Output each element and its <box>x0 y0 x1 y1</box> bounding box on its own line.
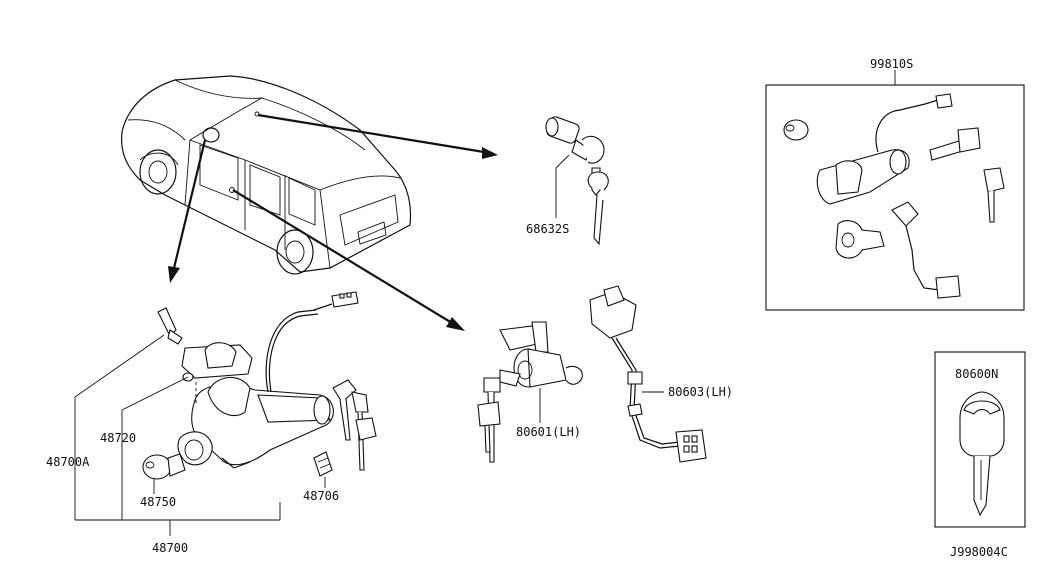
label-48700: 48700 <box>152 541 188 555</box>
key-lamp-48750 <box>142 453 186 480</box>
ignition-keys <box>332 379 377 471</box>
arrow-to-door-lock <box>232 189 465 331</box>
ignition-switch-assembly <box>177 291 359 469</box>
label-48700a: 48700A <box>46 455 90 469</box>
door-lock-cylinder <box>477 321 583 463</box>
diagram-code: J998004C <box>950 545 1008 559</box>
label-80603: 80603(LH) <box>668 385 733 399</box>
label-48706: 48706 <box>303 489 339 503</box>
label-99810s: 99810S <box>870 57 913 71</box>
kit-contents <box>783 93 1005 299</box>
arrow-to-ignition-assembly <box>168 139 207 283</box>
label-80600n: 80600N <box>955 367 998 381</box>
label-48750: 48750 <box>140 495 176 509</box>
label-68632s: 68632S <box>526 222 569 236</box>
sensor-48700a <box>157 307 183 345</box>
label-80601: 80601(LH) <box>516 425 581 439</box>
door-lock-harness <box>589 285 707 463</box>
bracket-48706 <box>313 451 333 477</box>
label-48720: 48720 <box>100 431 136 445</box>
leader-lines-ignition <box>74 334 326 536</box>
back-door-lock-cylinder <box>545 116 609 246</box>
blank-key <box>959 391 1005 517</box>
key-frame-80600n <box>934 351 1026 528</box>
kit-frame-99810s <box>765 84 1025 311</box>
arrow-to-back-door-lock <box>257 113 498 159</box>
vehicle-illustration <box>120 75 412 275</box>
